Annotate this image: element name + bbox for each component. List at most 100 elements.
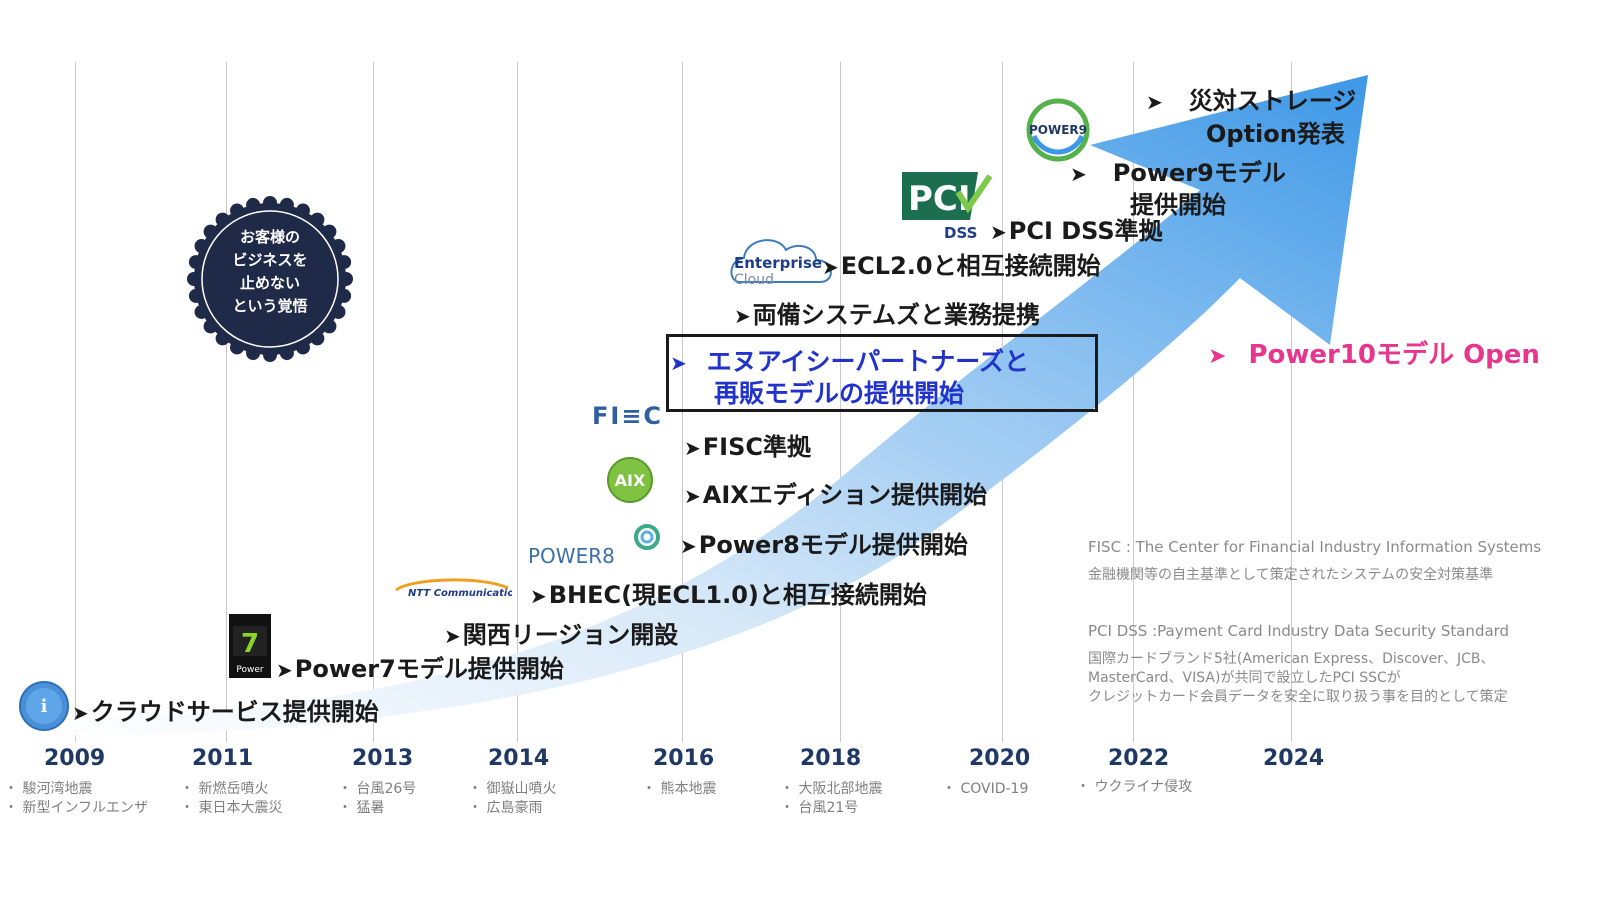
event-list: ・ 駿河湾地震 ・ 新型インフルエンザ — [4, 780, 148, 818]
milestone-power9-line2: 提供開始 — [1130, 191, 1226, 219]
milestone-bhec: ➤BHEC(現ECL1.0)と相互接続開始 — [530, 581, 927, 609]
year-label: 2018 — [800, 746, 862, 771]
svg-text:Power: Power — [236, 665, 264, 675]
bullet-arrow-icon: ➤ — [680, 534, 697, 558]
year-label: 2013 — [352, 746, 414, 771]
milestone-ryobi: ➤両備システムズと業務提携 — [734, 301, 1041, 329]
bullet-arrow-icon: ➤ — [1070, 162, 1087, 186]
badge-line: ビジネスを — [232, 251, 308, 269]
milestone-pcidss: ➤PCI DSS準拠 — [990, 217, 1163, 245]
event-item: ・ 台風21号 — [780, 800, 859, 816]
bullet-arrow-icon: ➤ — [1208, 344, 1227, 369]
pci-dss-logo-icon: PCI DSS — [902, 172, 992, 242]
event-item: ・ 台風26号 — [338, 781, 417, 797]
milestone-cloud: ➤クラウドサービス提供開始 — [72, 698, 379, 726]
event-list: ・ 大阪北部地震 ・ 台風21号 — [780, 780, 882, 818]
milestone-partner-line2: 再販モデルの提供開始 — [714, 379, 965, 408]
year-label: 2009 — [44, 746, 106, 771]
milestone-ecl2: ➤ECL2.0と相互接続開始 — [822, 252, 1101, 280]
bullet-arrow-icon: ➤ — [684, 436, 701, 460]
bullet-arrow-icon: ➤ — [530, 584, 547, 608]
grid-line — [226, 62, 227, 742]
year-label: 2020 — [969, 746, 1031, 771]
svg-text:NTT Communications: NTT Communications — [408, 588, 512, 599]
milestone-storage: ➤災対ストレージ — [1146, 87, 1357, 115]
bullet-arrow-icon: ➤ — [684, 484, 701, 508]
event-list: ・ 新燃岳噴火 ・ 東日本大震災 — [180, 780, 282, 818]
fisc-logo-text: FI≡C — [592, 402, 664, 430]
grid-line — [682, 62, 683, 742]
grid-line — [1291, 62, 1292, 742]
bullet-arrow-icon: ➤ — [276, 658, 293, 682]
info-globe-icon: i — [19, 681, 69, 731]
milestone-power7: ➤Power7モデル提供開始 — [276, 655, 564, 683]
badge-line: 止めない — [239, 274, 300, 292]
bullet-arrow-icon: ➤ — [990, 220, 1007, 244]
grid-line — [517, 62, 518, 742]
milestone-power10: ➤Power10モデル Open — [1208, 340, 1540, 370]
power7-logo-icon: 7 Power — [229, 614, 271, 678]
event-item: ・ 新燃岳噴火 — [180, 781, 269, 797]
bullet-arrow-icon: ➤ — [670, 351, 687, 375]
svg-text:DSS: DSS — [944, 224, 977, 242]
pci-note-desc: MasterCard、VISA)が共同で設立したPCI SSCが — [1088, 670, 1401, 686]
grid-line — [840, 62, 841, 742]
fisc-note-desc: 金融機関等の自主基準として策定されたシステムの安全対策基準 — [1088, 567, 1494, 583]
event-list: ・ 御嶽山噴火 ・ 広島豪雨 — [468, 780, 556, 818]
pci-note-desc: クレジットカード会員データを安全に取り扱う事を目的として策定 — [1088, 689, 1508, 705]
grid-line — [75, 62, 76, 742]
event-list: ・ COVID-19 — [942, 780, 1028, 799]
event-item: ・ 新型インフルエンザ — [4, 800, 149, 816]
year-label: 2014 — [488, 746, 550, 771]
bullet-arrow-icon: ➤ — [734, 304, 751, 328]
event-item: ・ 大阪北部地震 — [780, 781, 883, 797]
fisc-note-title: FISC : The Center for Financial Industry… — [1088, 538, 1542, 556]
year-label: 2022 — [1108, 746, 1170, 771]
milestone-storage-line2: Option発表 — [1206, 120, 1345, 148]
event-item: ・ COVID-19 — [942, 781, 1029, 797]
event-item: ・ 広島豪雨 — [468, 800, 543, 816]
svg-text:i: i — [41, 696, 48, 717]
year-label: 2016 — [653, 746, 715, 771]
badge-text: お客様の ビジネスを 止めない という覚悟 — [187, 226, 353, 318]
event-item: ・ 御嶽山噴火 — [468, 781, 557, 797]
milestone-aix: ➤AIXエディション提供開始 — [684, 481, 988, 509]
event-item: ・ 熊本地震 — [642, 781, 717, 797]
milestone-kansai: ➤関西リージョン開設 — [444, 621, 679, 649]
bullet-arrow-icon: ➤ — [444, 624, 461, 648]
bullet-arrow-icon: ➤ — [822, 255, 839, 279]
event-list: ・ ウクライナ侵攻 — [1076, 778, 1192, 797]
power8-logo-text: POWER8 — [528, 544, 615, 568]
event-item: ・ ウクライナ侵攻 — [1076, 779, 1193, 795]
bullet-arrow-icon: ➤ — [1146, 90, 1163, 114]
year-label: 2024 — [1263, 746, 1325, 771]
event-list: ・ 台風26号 ・ 猛暑 — [338, 780, 416, 818]
event-item: ・ 駿河湾地震 — [4, 781, 93, 797]
milestone-power8: ➤Power8モデル提供開始 — [680, 531, 968, 559]
power9-logo-icon: POWER9 — [1026, 98, 1090, 162]
pci-note-desc: 国際カードブランド5社(American Express、Discover、JC… — [1088, 651, 1495, 667]
power8-swirl-icon — [634, 524, 660, 550]
badge-line: という覚悟 — [232, 297, 308, 315]
aix-logo-icon: AIX — [607, 457, 653, 503]
svg-text:POWER9: POWER9 — [1029, 123, 1087, 137]
ntt-logo-icon: NTT Communications — [395, 578, 512, 599]
event-item: ・ 東日本大震災 — [180, 800, 283, 816]
event-list: ・ 熊本地震 — [642, 780, 716, 799]
svg-text:AIX: AIX — [615, 471, 646, 490]
badge-line: お客様の — [239, 228, 300, 246]
svg-text:Enterprise: Enterprise — [734, 254, 822, 272]
milestone-fisc: ➤FISC準拠 — [684, 433, 811, 461]
enterprise-cloud-logo-icon: Enterprise Cloud — [730, 239, 832, 288]
badge-seal-icon — [187, 196, 353, 362]
svg-text:Cloud: Cloud — [734, 272, 774, 288]
milestone-partner: ➤エヌアイシーパートナーズと — [670, 347, 1030, 376]
grid-line — [1133, 62, 1134, 742]
bullet-arrow-icon: ➤ — [72, 701, 89, 725]
grid-line — [373, 62, 374, 742]
pci-note-title: PCI DSS :Payment Card Industry Data Secu… — [1088, 622, 1510, 640]
svg-text:7: 7 — [241, 629, 259, 659]
partner-highlight-box — [666, 334, 1098, 412]
event-item: ・ 猛暑 — [338, 800, 385, 816]
